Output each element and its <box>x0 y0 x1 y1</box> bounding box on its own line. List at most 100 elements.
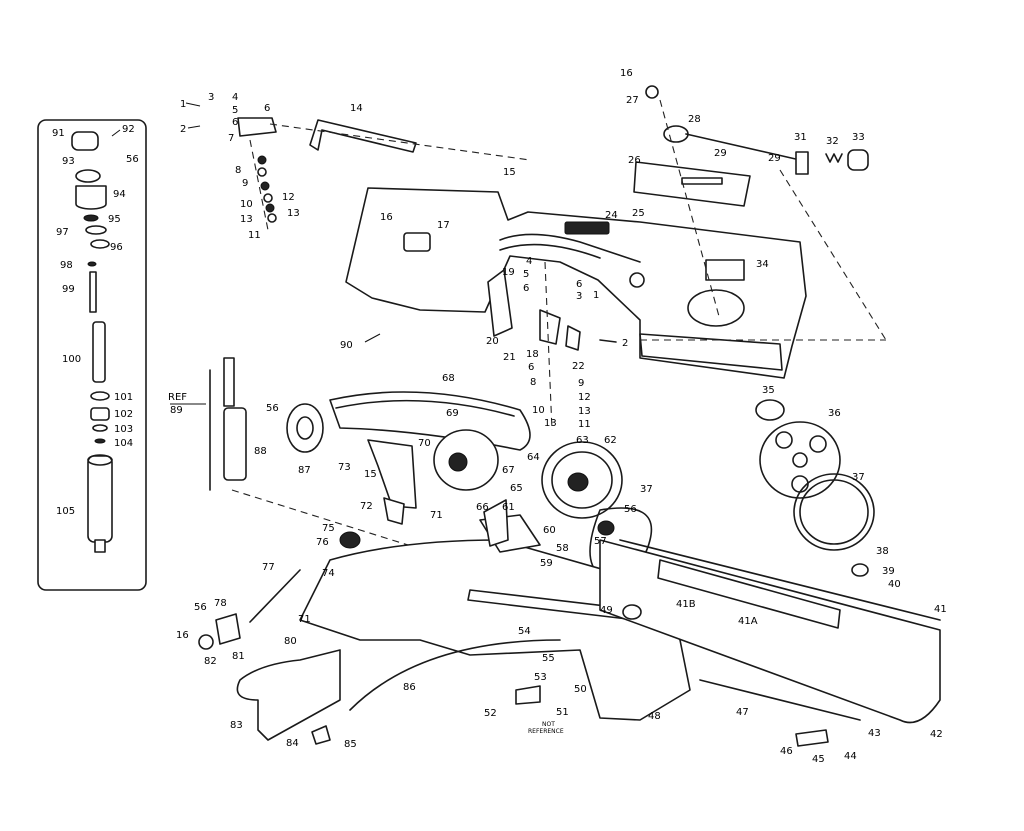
top-arm-assembly <box>237 117 531 231</box>
callout: 60 <box>543 525 556 536</box>
part-101 <box>90 391 110 401</box>
part-94 <box>75 185 107 210</box>
callout: 69 <box>446 408 459 419</box>
callout: 88 <box>254 446 267 457</box>
callout: 9 <box>242 178 248 189</box>
part-98 <box>87 261 97 267</box>
callout: 101 <box>114 392 133 403</box>
lower-right-parts <box>515 679 861 747</box>
callout-labels: 1 2 3 4 5 6 7 6 8 9 10 11 12 13 13 14 15… <box>52 68 947 765</box>
part-37-tire <box>793 473 875 551</box>
part-84 <box>311 725 331 745</box>
callout: 8 <box>530 377 536 388</box>
callout: 6 <box>523 283 529 294</box>
part-75-knob <box>339 531 361 549</box>
part-102 <box>90 407 110 421</box>
callout: 53 <box>534 672 547 683</box>
callout: 103 <box>114 424 133 435</box>
callout: 76 <box>316 537 329 548</box>
part-78 <box>215 613 241 645</box>
callout: 13 <box>240 214 253 225</box>
part-7 <box>237 117 277 137</box>
ref-label-number: 89 <box>170 405 183 416</box>
part-99 <box>89 271 97 313</box>
callout: 4 <box>526 256 532 267</box>
callout: 58 <box>556 543 569 554</box>
part-24-housing <box>345 187 807 379</box>
mid-bracket-hardware <box>487 261 617 431</box>
callout: 74 <box>322 568 335 579</box>
part-27 <box>645 85 659 99</box>
callout: 94 <box>113 189 126 200</box>
part-34 <box>705 259 745 281</box>
callout: 39 <box>882 566 895 577</box>
callout: 80 <box>284 636 297 647</box>
callout: 15 <box>503 167 516 178</box>
callout: 99 <box>62 284 75 295</box>
part-87-pulley <box>286 403 324 453</box>
callout: 11 <box>248 230 261 241</box>
callout: 4 <box>232 92 238 103</box>
part-31 <box>795 151 809 175</box>
callout: 1 <box>593 290 599 301</box>
part-66 <box>483 499 509 547</box>
callout: 27 <box>626 95 639 106</box>
callout: 6 <box>576 279 582 290</box>
part-48-casting <box>299 539 691 721</box>
part-47 <box>699 679 861 721</box>
callout: 3 <box>208 92 214 103</box>
callout: 6 <box>264 103 270 114</box>
callout: 34 <box>756 259 769 270</box>
callout: 11 <box>578 419 591 430</box>
part-83-fence <box>236 649 341 741</box>
housing-opening <box>687 289 745 327</box>
callout: 13 <box>287 208 300 219</box>
callout: 57 <box>594 536 607 547</box>
part-77-rod <box>249 569 301 623</box>
part-57 <box>597 520 615 536</box>
callout: 54 <box>518 626 531 637</box>
callout: 83 <box>230 720 243 731</box>
drive-pulley-group <box>541 441 653 577</box>
part-100 <box>92 321 106 383</box>
part-19 <box>487 269 513 337</box>
callout: 45 <box>812 754 825 765</box>
part-18 <box>539 309 561 345</box>
nameplate <box>564 221 610 235</box>
callout: 46 <box>780 746 793 757</box>
main-frame-casting <box>299 499 941 724</box>
callout: 84 <box>286 738 299 749</box>
callout: 47 <box>736 707 749 718</box>
callout: 81 <box>232 651 245 662</box>
callout: 62 <box>604 435 617 446</box>
callout: 82 <box>204 656 217 667</box>
callout: 98 <box>60 260 73 271</box>
part-68-belt <box>329 391 531 451</box>
callout: 10 <box>240 199 253 210</box>
part-95 <box>83 214 99 222</box>
callout: 22 <box>572 361 585 372</box>
part-33-knob <box>847 149 869 171</box>
callout: 37 <box>640 484 653 495</box>
callout: 75 <box>322 523 335 534</box>
blade-guide-plate <box>633 85 887 341</box>
callout: 25 <box>632 208 645 219</box>
callout: 6 <box>528 362 534 373</box>
callout: 9 <box>578 378 584 389</box>
callout: 49 <box>600 605 613 616</box>
part-49 <box>622 604 642 620</box>
callout: 29 <box>714 148 727 159</box>
part-104 <box>94 438 106 444</box>
callout: 18 <box>526 349 539 360</box>
part-89-cylinder <box>223 407 247 481</box>
callout: 8 <box>235 165 241 176</box>
callout: 41 <box>934 604 947 615</box>
part-82 <box>198 634 214 650</box>
callout: 72 <box>360 501 373 512</box>
callout: 44 <box>844 751 857 762</box>
part-103 <box>92 424 108 432</box>
callout: 16 <box>620 68 633 79</box>
callout: 31 <box>794 132 807 143</box>
callout: 71 <box>298 614 311 625</box>
